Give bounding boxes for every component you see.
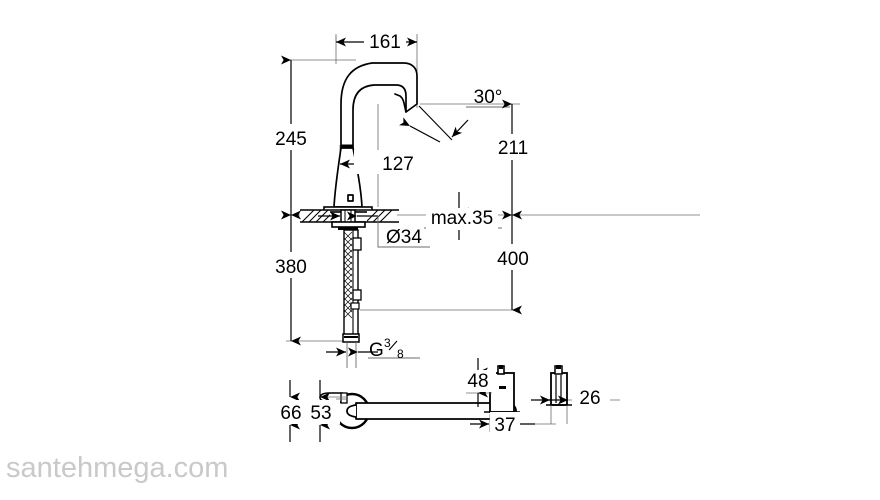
spout-leader-arrow: [399, 117, 441, 143]
dimension-245: 245: [268, 55, 314, 220]
dimension-161: 161: [336, 28, 417, 53]
dim-label-400: 400: [497, 249, 529, 270]
dimension-400: 400: [490, 210, 536, 315]
dimension-127: 127: [340, 150, 414, 175]
faucet-spout: [340, 62, 418, 149]
detail-view-side: [546, 365, 572, 406]
dim-label-26: 26: [579, 388, 600, 409]
dimension-66: 66: [272, 380, 310, 442]
dimension-26: 26: [531, 385, 610, 409]
dim-label-245: 245: [275, 129, 307, 150]
dim-label-161: 161: [369, 32, 401, 53]
dimension-48: 48: [462, 358, 496, 407]
dim-label-66: 66: [280, 403, 301, 424]
dim-label-max35: max.35: [431, 208, 493, 229]
dimension-37: 37: [470, 412, 535, 436]
deck-mounting: [300, 206, 399, 230]
handle-top-view: [319, 392, 517, 430]
dim-label-30deg: 30°: [474, 87, 503, 108]
dim-label-thread-denominator: 8: [397, 347, 404, 361]
dim-label-53: 53: [310, 403, 331, 424]
site-watermark: santehmega.com: [6, 452, 229, 484]
dim-label-37: 37: [494, 415, 515, 436]
dimension-53: 53: [304, 380, 340, 442]
dim-label-127: 127: [382, 154, 414, 175]
dimension-diameter-34: Ø34: [318, 211, 430, 248]
dimension-30deg: 30°: [418, 87, 510, 141]
flexible-hose: [342, 229, 362, 368]
dimension-380: 380: [268, 210, 314, 346]
dim-label-d34: Ø34: [386, 227, 422, 248]
dim-label-211: 211: [498, 138, 528, 159]
dim-label-thread-g: G: [369, 340, 384, 361]
dim-label-380: 380: [275, 257, 307, 278]
dim-label-thread-numerator: 3: [384, 336, 391, 350]
dim-label-48: 48: [467, 371, 488, 392]
dimension-thread-g38: G 3 8: [326, 336, 420, 361]
dimension-211: 211: [490, 99, 536, 220]
dimension-max35: max.35: [424, 192, 502, 240]
